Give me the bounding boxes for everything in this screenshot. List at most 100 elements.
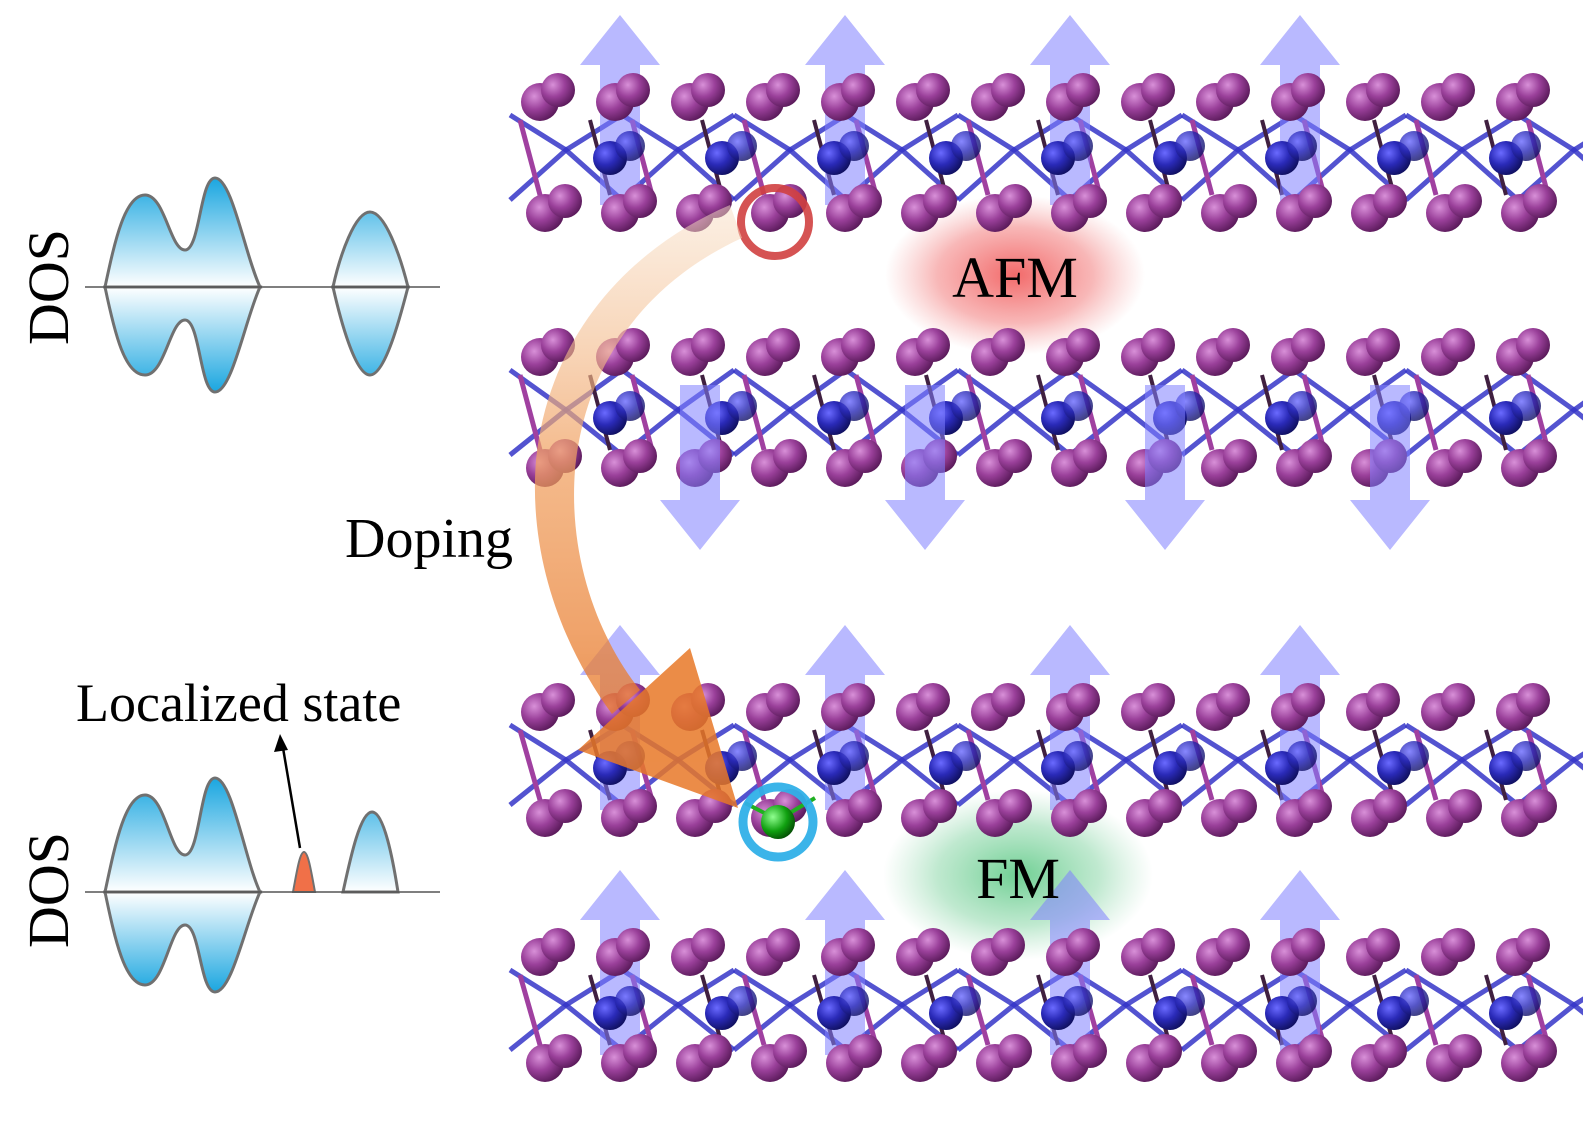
- iodine-atom: [998, 1034, 1032, 1068]
- iodine-atom: [1373, 184, 1407, 218]
- localized-state-pointer: [280, 741, 302, 849]
- metal-atom: [839, 741, 869, 771]
- metal-atom: [727, 131, 757, 161]
- iodine-atom: [1523, 184, 1557, 218]
- iodine-atom: [691, 928, 725, 962]
- iodine-atom: [991, 73, 1025, 107]
- iodine-atom: [623, 184, 657, 218]
- afm-glow: [885, 195, 1145, 355]
- iodine-atom: [841, 328, 875, 362]
- metal-atom: [951, 986, 981, 1016]
- doping-arrow-body: [534, 205, 742, 714]
- localized-state-label: Localized state: [76, 673, 401, 733]
- iodine-atom: [541, 928, 575, 962]
- localized-state-arrowhead: [274, 734, 288, 752]
- iodine-atom: [1516, 928, 1550, 962]
- iodine-atom: [1448, 184, 1482, 218]
- doping-arrowhead: [578, 648, 738, 808]
- metal-bond: [1404, 1001, 1520, 1052]
- iodine-atom: [1516, 683, 1550, 717]
- iodine-atom: [766, 328, 800, 362]
- layer-fm-lower: [508, 870, 1583, 1082]
- iodine-atom: [848, 439, 882, 473]
- spin-down-arrow: [1350, 385, 1430, 550]
- iodine-atom: [1298, 184, 1332, 218]
- metal-bond: [1404, 756, 1520, 807]
- iodine-atom: [1373, 1034, 1407, 1068]
- metal-atom: [1063, 131, 1093, 161]
- iodine-atom: [1448, 439, 1482, 473]
- metal-atom: [1399, 741, 1429, 771]
- metal-bond: [620, 146, 736, 202]
- iodine-atom: [623, 439, 657, 473]
- iodine-atom: [848, 1034, 882, 1068]
- iodine-atom: [991, 928, 1025, 962]
- metal-atom: [1287, 131, 1317, 161]
- iodine-atom: [1291, 683, 1325, 717]
- metal-bond: [956, 406, 1072, 457]
- iodine-atom: [1073, 789, 1107, 823]
- metal-atom: [615, 986, 645, 1016]
- iodine-atom: [773, 1034, 807, 1068]
- iodine-atom: [616, 73, 650, 107]
- iodine-atom: [923, 184, 957, 218]
- iodine-atom: [1223, 439, 1257, 473]
- iodine-atom: [923, 789, 957, 823]
- iodine-atom: [1366, 928, 1400, 962]
- metal-atom: [615, 131, 645, 161]
- metal-atom: [1175, 986, 1205, 1016]
- iodine-atom: [1141, 73, 1175, 107]
- iodine-atom: [541, 683, 575, 717]
- iodine-atom: [616, 328, 650, 362]
- metal-atom: [1175, 131, 1205, 161]
- iodine-atom: [1141, 683, 1175, 717]
- metal-atom: [839, 391, 869, 421]
- metal-atom: [1287, 741, 1317, 771]
- doping-label: Doping: [345, 508, 513, 570]
- iodine-bond: [517, 374, 543, 451]
- dos-panel-top: [85, 176, 440, 394]
- iodine-atom: [991, 683, 1025, 717]
- iodine-atom: [1366, 73, 1400, 107]
- dos-spin-up-curve: [103, 176, 410, 289]
- iodine-atom: [623, 1034, 657, 1068]
- iodine-atom: [1448, 1034, 1482, 1068]
- doping-arrow: [534, 205, 742, 808]
- iodine-atom: [766, 683, 800, 717]
- iodine-atom: [548, 789, 582, 823]
- iodine-atom: [1141, 928, 1175, 962]
- metal-atom: [1063, 741, 1093, 771]
- metal-atom: [1175, 741, 1205, 771]
- metal-atom: [1063, 391, 1093, 421]
- spin-down-arrow: [660, 385, 740, 550]
- metal-atom: [727, 741, 757, 771]
- iodine-atom: [691, 73, 725, 107]
- iodine-bond: [517, 729, 543, 801]
- metal-atom: [1287, 391, 1317, 421]
- metal-atom: [1511, 741, 1541, 771]
- metal-atom: [839, 131, 869, 161]
- iodine-atom: [991, 328, 1025, 362]
- dos-spin-down-curve: [103, 285, 410, 394]
- iodine-atom: [841, 683, 875, 717]
- metal-atom: [839, 986, 869, 1016]
- iodine-atom: [623, 789, 657, 823]
- iodine-atom: [998, 439, 1032, 473]
- iodine-atom: [548, 184, 582, 218]
- metal-bond: [732, 406, 848, 457]
- metal-atom: [615, 391, 645, 421]
- iodine-atom: [1223, 1034, 1257, 1068]
- fm-label: FM: [976, 846, 1060, 911]
- iodine-atom: [1073, 1034, 1107, 1068]
- iodine-atom: [1148, 184, 1182, 218]
- iodine-atom: [1448, 789, 1482, 823]
- iodine-atom: [548, 1034, 582, 1068]
- iodine-atom: [1441, 328, 1475, 362]
- dos-spin-down-curve: [103, 890, 263, 994]
- iodine-atom: [1216, 73, 1250, 107]
- iodine-atom: [1073, 439, 1107, 473]
- metal-atom: [1287, 986, 1317, 1016]
- dopant-ring: [738, 782, 818, 862]
- iodine-atom: [1441, 73, 1475, 107]
